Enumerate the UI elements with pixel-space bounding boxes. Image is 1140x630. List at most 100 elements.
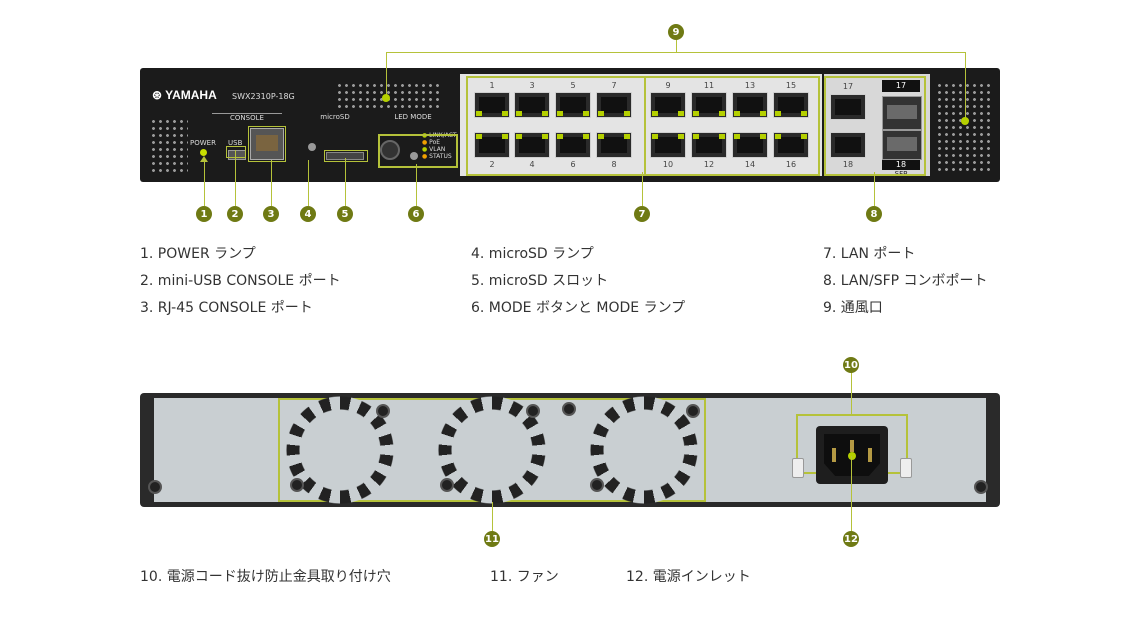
lan-port-top[interactable] xyxy=(732,92,768,118)
legend-item-12: 12. 電源インレット xyxy=(626,569,751,585)
lan-port-bottom[interactable] xyxy=(650,132,686,158)
console-highlight xyxy=(248,126,286,162)
port-label-top: 9 xyxy=(665,81,671,90)
lan-port-bottom[interactable] xyxy=(691,132,727,158)
callout-3: 3 xyxy=(263,206,279,222)
port-label-top: 15 xyxy=(785,81,797,90)
led-mode-section-label: LED MODE xyxy=(394,113,432,121)
model-name: SWX2310P-18G xyxy=(232,92,295,101)
sfp-label-top: 17 xyxy=(882,80,920,92)
fan-screw-icon xyxy=(376,404,390,418)
lan-port-top[interactable] xyxy=(596,92,632,118)
port-label-top: 5 xyxy=(570,81,576,90)
lan-port-bottom[interactable] xyxy=(773,132,809,158)
leader-10 xyxy=(851,372,852,414)
port-label-bottom: 10 xyxy=(662,160,674,169)
lan-port-bottom[interactable] xyxy=(474,132,510,158)
lan-highlight-box xyxy=(466,76,646,176)
console-section-label: CONSOLE xyxy=(212,113,282,122)
rear-screw-right xyxy=(974,480,988,494)
port-label-top: 3 xyxy=(529,81,535,90)
port-label-bottom: 12 xyxy=(703,160,715,169)
rj45-console-port[interactable] xyxy=(250,128,284,160)
lan-port-bottom[interactable] xyxy=(596,132,632,158)
port-label-bottom: 14 xyxy=(744,160,756,169)
legend-item-9: 9. 通風口 xyxy=(823,300,883,316)
sd-highlight xyxy=(324,150,368,162)
power-label: POWER xyxy=(190,139,216,147)
inlet-dot xyxy=(848,452,856,460)
callout-8: 8 xyxy=(866,206,882,222)
vent-dot-right xyxy=(961,117,969,125)
lan-port-bottom[interactable] xyxy=(514,132,550,158)
legend-item-11: 11. ファン xyxy=(490,569,559,585)
lan-highlight-box-2 xyxy=(644,76,820,176)
lan-port-top[interactable] xyxy=(773,92,809,118)
callout-5: 5 xyxy=(337,206,353,222)
port-label-bottom: 16 xyxy=(785,160,797,169)
sfp-port-18[interactable] xyxy=(882,130,922,160)
front-vent-right xyxy=(936,82,990,172)
lan-port-panel xyxy=(460,74,822,176)
leader-8 xyxy=(874,172,875,206)
led-mode-vlan: VLAN xyxy=(429,146,446,153)
legend-item-8: 8. LAN/SFP コンボポート xyxy=(823,273,988,289)
vent-leader-c xyxy=(676,38,677,52)
vent-leader-h xyxy=(386,52,966,53)
microsd-led xyxy=(308,143,316,151)
port-label-bottom: 6 xyxy=(570,160,576,169)
leader-7 xyxy=(642,172,643,206)
port-label-top: 11 xyxy=(703,81,715,90)
callout-1: 1 xyxy=(196,206,212,222)
mode-led xyxy=(410,152,418,160)
callout-12: 12 xyxy=(843,531,859,547)
usb-highlight xyxy=(226,146,246,158)
legend-item-2: 2. mini-USB CONSOLE ポート xyxy=(140,273,341,289)
lan-port-bottom[interactable] xyxy=(732,132,768,158)
legend-front-col2: 4. microSD ランプ 5. microSD スロット 6. MODE ボ… xyxy=(471,241,685,322)
callout-11: 11 xyxy=(484,531,500,547)
leader-5 xyxy=(345,158,346,206)
combo-label-bottom: 18 xyxy=(842,160,854,169)
leader-12 xyxy=(851,456,852,532)
fan-icon xyxy=(590,396,698,504)
lan-port-top[interactable] xyxy=(650,92,686,118)
leader-4 xyxy=(308,160,309,206)
leader-11 xyxy=(492,502,493,532)
led-mode-poe: PoE xyxy=(429,139,441,146)
mode-button[interactable] xyxy=(380,140,400,160)
callout-10: 10 xyxy=(843,357,859,373)
power-arrow xyxy=(200,156,208,162)
port-label-bottom: 4 xyxy=(529,160,535,169)
fan-screw-icon xyxy=(590,478,604,492)
lan-port-top[interactable] xyxy=(474,92,510,118)
lan-port-top[interactable] xyxy=(514,92,550,118)
lan-port-top[interactable] xyxy=(555,92,591,118)
port-label-top: 13 xyxy=(744,81,756,90)
port-label-bottom: 8 xyxy=(611,160,617,169)
power-led xyxy=(200,149,207,156)
led-mode-status: STATUS xyxy=(429,153,452,160)
port-label-bottom: 2 xyxy=(489,160,495,169)
legend-item-3: 3. RJ-45 CONSOLE ポート xyxy=(140,300,313,316)
legend-front-col1: 1. POWER ランプ 2. mini-USB CONSOLE ポート 3. … xyxy=(140,241,341,322)
fan-screw-icon xyxy=(562,402,576,416)
port-label-top: 1 xyxy=(489,81,495,90)
fan-screw-icon xyxy=(526,404,540,418)
combo-port-17[interactable] xyxy=(830,94,866,120)
lan-port-top[interactable] xyxy=(691,92,727,118)
combo-port-18[interactable] xyxy=(830,132,866,158)
legend-item-1: 1. POWER ランプ xyxy=(140,246,256,262)
leader-1 xyxy=(204,160,205,206)
legend-item-10: 10. 電源コード抜け防止金具取り付け穴 xyxy=(140,569,391,585)
fan-screw-icon xyxy=(440,478,454,492)
legend-item-4: 4. microSD ランプ xyxy=(471,246,594,262)
port-label-top: 7 xyxy=(611,81,617,90)
callout-2: 2 xyxy=(227,206,243,222)
lan-port-bottom[interactable] xyxy=(555,132,591,158)
sfp-port-17[interactable] xyxy=(882,96,922,130)
combo-highlight-box xyxy=(824,76,926,176)
fan-screw-icon xyxy=(290,478,304,492)
callout-6: 6 xyxy=(408,206,424,222)
leader-3 xyxy=(271,160,272,206)
